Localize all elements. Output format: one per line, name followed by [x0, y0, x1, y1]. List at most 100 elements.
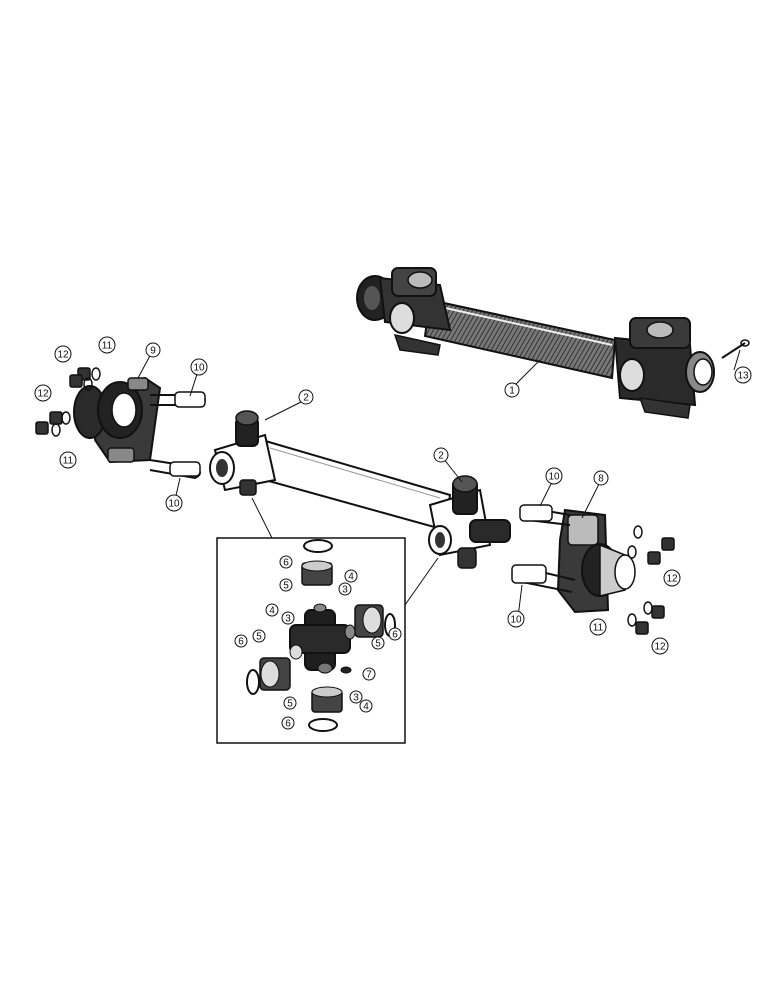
callout-labels: 1 2 2 3 3 3 4 4 4 5 5 5 5 6 6 6 6 7 8 9 … [34, 336, 752, 730]
svg-text:1: 1 [509, 386, 515, 397]
left-slip-yoke-group [35, 367, 206, 480]
callout-4-b: 4 [265, 603, 279, 617]
cotter-pin [721, 339, 750, 359]
right-shaft-yoke [428, 475, 511, 569]
svg-text:12: 12 [37, 389, 49, 400]
callout-5-a: 5 [279, 578, 293, 592]
callout-11-c: 11 [589, 618, 607, 636]
grease-fitting [340, 666, 352, 674]
svg-text:11: 11 [63, 456, 74, 467]
callout-4-c: 4 [359, 699, 373, 713]
left-upper-washer [83, 367, 101, 391]
left-lower-nut [35, 411, 63, 435]
right-slip-yoke-group [511, 504, 675, 635]
svg-text:8: 8 [598, 474, 604, 485]
svg-text:10: 10 [510, 615, 522, 626]
right-lower-u-bolt [511, 564, 576, 593]
right-yoke-body [556, 508, 636, 614]
svg-text:3: 3 [285, 614, 291, 625]
svg-text:10: 10 [548, 472, 560, 483]
svg-text:6: 6 [392, 630, 398, 641]
svg-text:5: 5 [283, 581, 289, 592]
left-shaft-yoke [209, 410, 277, 496]
callout-12-b: 12 [34, 384, 52, 402]
svg-text:11: 11 [102, 341, 113, 352]
svg-text:6: 6 [283, 558, 289, 569]
callout-6-d: 6 [281, 716, 295, 730]
callout-5-c: 5 [371, 636, 385, 650]
bearing-cup-right [354, 604, 384, 638]
left-lower-u-bolt [149, 459, 201, 480]
right-upper-nut [647, 537, 675, 565]
right-lower-nut [635, 605, 665, 635]
svg-text:6: 6 [238, 637, 244, 648]
callout-6-c: 6 [388, 627, 402, 641]
assembled-drive-shaft [356, 267, 750, 419]
svg-text:12: 12 [654, 642, 666, 653]
callout-12-a: 12 [54, 345, 72, 363]
svg-text:5: 5 [375, 639, 381, 650]
cross-spider [289, 603, 356, 674]
callout-5-d: 5 [283, 696, 297, 710]
callout-13: 13 [734, 366, 752, 384]
svg-text:12: 12 [57, 350, 69, 361]
bearing-detail-inset [216, 497, 439, 744]
svg-text:3: 3 [342, 585, 348, 596]
right-upper-u-bolt [519, 504, 571, 526]
callout-10-c: 10 [545, 467, 563, 485]
callout-11-a: 11 [98, 336, 116, 354]
middle-shaft [209, 410, 511, 569]
snap-ring-bottom [308, 718, 338, 732]
svg-text:11: 11 [593, 623, 604, 634]
callout-11-b: 11 [59, 451, 77, 469]
svg-text:2: 2 [438, 451, 444, 462]
callout-12-d: 12 [651, 637, 669, 655]
svg-text:9: 9 [150, 346, 156, 357]
svg-text:2: 2 [303, 393, 309, 404]
bearing-cup-bottom [311, 686, 343, 713]
callout-7: 7 [362, 667, 376, 681]
left-lower-washer [51, 411, 71, 437]
svg-text:4: 4 [363, 702, 369, 713]
svg-text:5: 5 [287, 699, 293, 710]
callout-2-left: 2 [298, 389, 314, 405]
svg-text:6: 6 [285, 719, 291, 730]
left-upper-nut [69, 367, 91, 388]
svg-text:4: 4 [269, 606, 275, 617]
callout-10-b: 10 [165, 494, 183, 512]
callout-5-b: 5 [252, 629, 266, 643]
svg-text:4: 4 [348, 572, 354, 583]
right-upper-washer [627, 525, 643, 559]
bearing-cup-left [259, 657, 291, 691]
left-yoke-body [73, 376, 162, 464]
callout-leaders [137, 349, 741, 618]
left-cross-journal [235, 410, 259, 496]
svg-text:3: 3 [353, 693, 359, 704]
callout-6-a: 6 [279, 555, 293, 569]
callout-2-right: 2 [433, 447, 449, 463]
left-upper-u-bolt [150, 391, 206, 408]
callout-3-a: 3 [338, 582, 352, 596]
snap-ring-top [303, 539, 333, 553]
callout-10-d: 10 [507, 610, 525, 628]
right-cross-journal [452, 475, 511, 569]
svg-text:10: 10 [168, 499, 180, 510]
svg-text:5: 5 [256, 632, 262, 643]
callout-6-b: 6 [234, 634, 248, 648]
inset-pointer-left [251, 497, 273, 539]
callout-3-b: 3 [281, 611, 295, 625]
callout-4-a: 4 [344, 569, 358, 583]
snap-ring-left [246, 669, 260, 695]
callout-8: 8 [593, 470, 609, 486]
inset-pointer-right [404, 557, 439, 606]
right-u-joint-assembly [613, 317, 715, 419]
callout-3-c: 3 [349, 690, 363, 704]
svg-text:12: 12 [666, 574, 678, 585]
callout-10-a: 10 [190, 358, 208, 376]
callout-9: 9 [145, 342, 161, 358]
svg-text:10: 10 [193, 363, 205, 374]
callout-12-c: 12 [663, 569, 681, 587]
svg-text:13: 13 [737, 371, 749, 382]
left-u-joint-assembly [356, 267, 452, 356]
